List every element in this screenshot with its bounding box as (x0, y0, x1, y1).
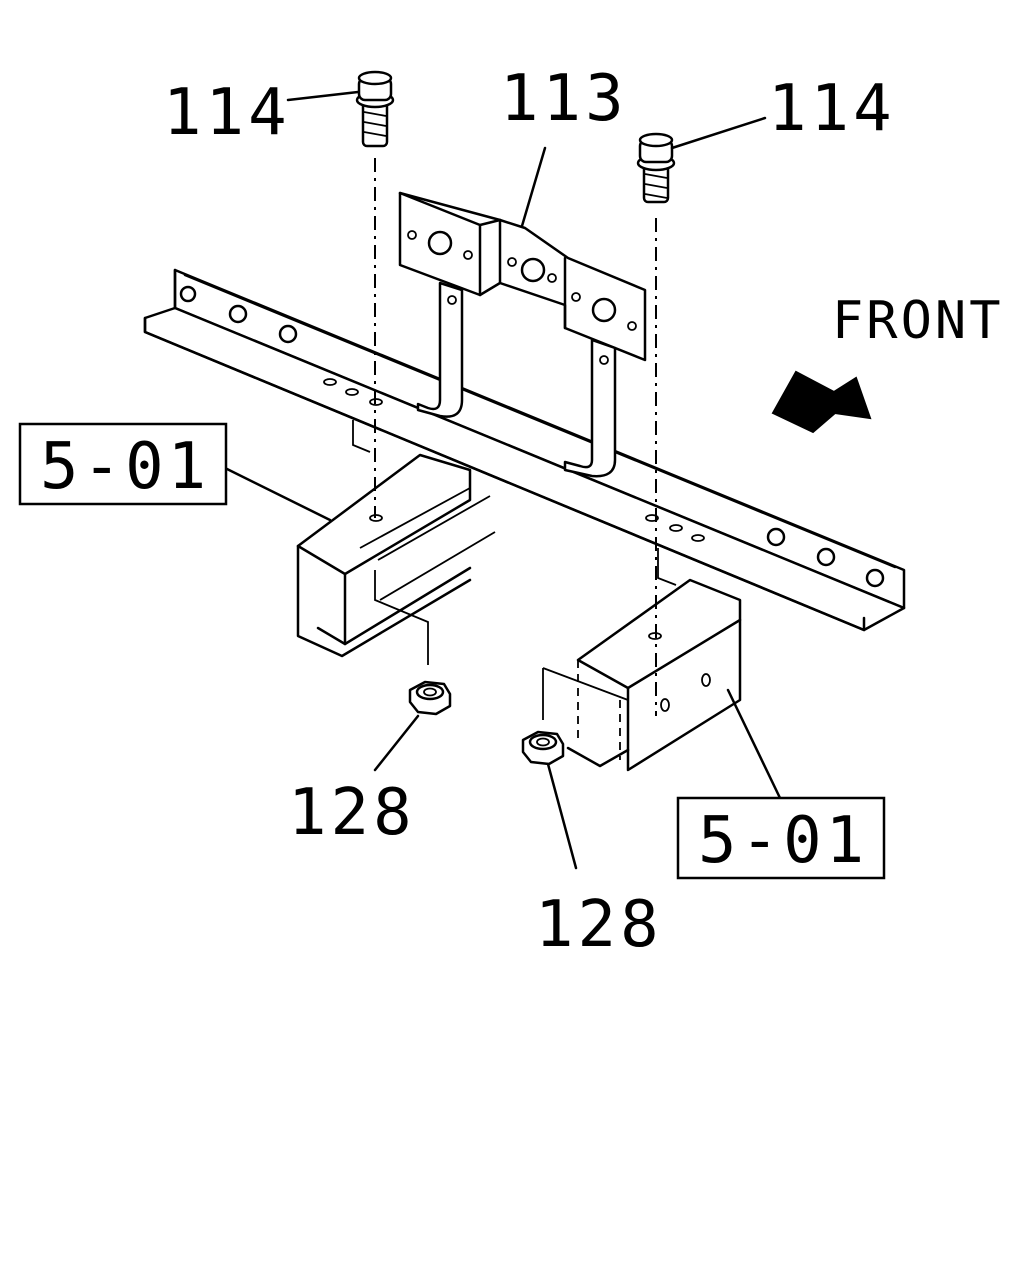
front-arrow-icon (771, 370, 872, 434)
nut-128-right (521, 730, 565, 766)
nut-128-left (408, 680, 452, 716)
callout-113: 113 (500, 62, 628, 136)
callout-128-right: 128 (535, 888, 663, 962)
frame-rail-right (542, 578, 742, 772)
bracket-113 (398, 191, 647, 478)
bolt-114-left (355, 70, 395, 148)
front-label: FRONT (832, 291, 1004, 351)
callout-128-left: 128 (288, 776, 416, 850)
reference-5-01-left: 5-01 (40, 430, 210, 504)
callout-114-left: 114 (163, 76, 291, 150)
cross-member-angle (143, 268, 906, 640)
frame-rail-left (296, 453, 496, 665)
bolt-114-right (636, 132, 676, 204)
callout-114-right: 114 (768, 72, 896, 146)
reference-5-01-right: 5-01 (698, 804, 868, 878)
reference-box-right (676, 796, 886, 880)
rivet-heads (179, 285, 885, 588)
reference-box-left (18, 422, 228, 506)
leader-lines (223, 90, 782, 870)
